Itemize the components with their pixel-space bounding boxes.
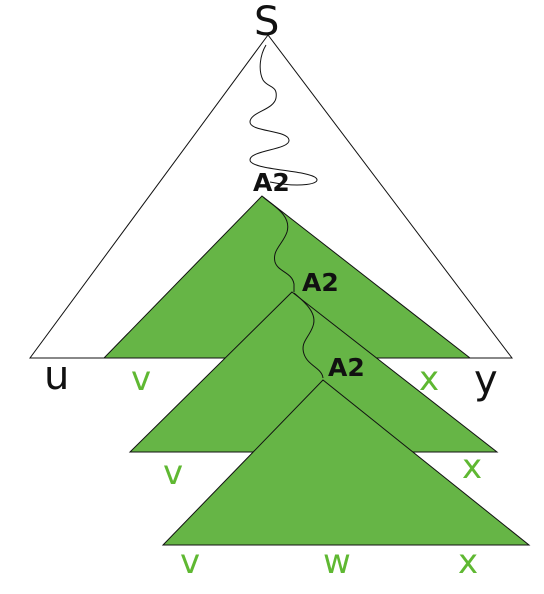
tree1-right-label-x: x xyxy=(419,359,440,399)
root-to-a2-path xyxy=(249,44,318,186)
root-label-s: S xyxy=(254,0,280,45)
tree1-left-label-v: v xyxy=(131,359,152,399)
tree3-middle-label-w: w xyxy=(323,542,351,582)
outer-right-label-y: y xyxy=(474,357,498,403)
tree2-right-label-x: x xyxy=(462,447,483,487)
node-label-a2-1: A2 xyxy=(253,168,290,197)
outer-left-label-u: u xyxy=(44,353,70,399)
a2-to-a2-path-2 xyxy=(293,292,324,379)
tree3-right-label-x: x xyxy=(458,542,479,582)
tree-3 xyxy=(161,379,531,546)
node-label-a2-2: A2 xyxy=(302,268,339,297)
tree3-left-label-v: v xyxy=(180,542,201,582)
node-label-a2-3: A2 xyxy=(328,353,365,382)
tree2-left-label-v: v xyxy=(163,453,184,493)
a2-to-a2-path-1 xyxy=(262,196,295,292)
